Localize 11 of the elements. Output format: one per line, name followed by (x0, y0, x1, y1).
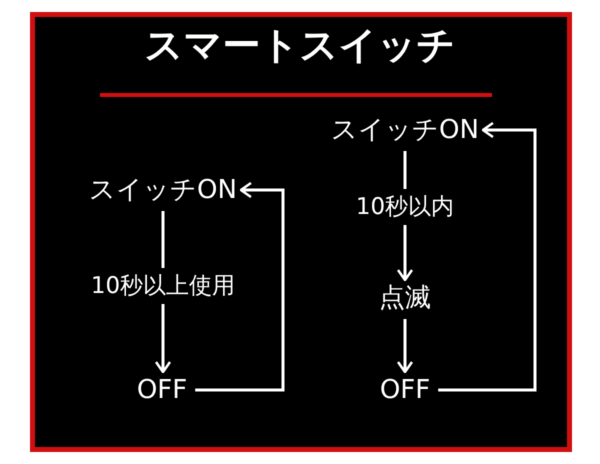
state-label: 点滅 (379, 283, 431, 313)
state-label: OFF (136, 375, 188, 405)
state-label: OFF (380, 375, 430, 405)
edge-label: 10秒以内 (356, 188, 454, 224)
title: スマートスイッチ (144, 22, 456, 68)
arrow (195, 182, 284, 392)
state-label: スイッチON (89, 175, 237, 205)
edge-label: 10秒以上使用 (90, 268, 236, 304)
arrow (438, 122, 536, 392)
arrow (396, 319, 414, 374)
state-label: スイッチON (331, 115, 479, 145)
